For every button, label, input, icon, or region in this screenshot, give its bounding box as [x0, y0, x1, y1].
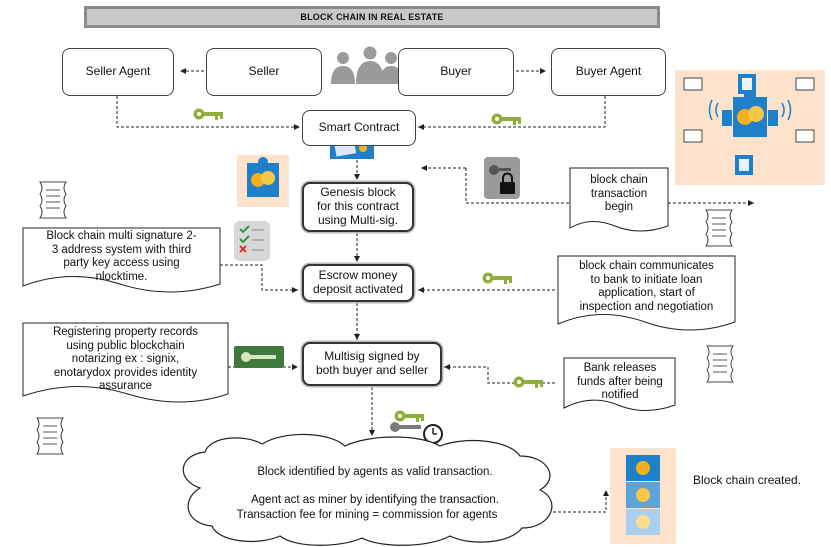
note-line: enotarydox provides identity	[53, 366, 198, 379]
cloud-line-1: Block identified by agents as valid tran…	[257, 466, 493, 478]
genesis-line-2: for this contract	[316, 199, 400, 214]
escrow-line-1: Escrow money	[318, 268, 398, 283]
multisig-line-1: Multisig signed by	[324, 349, 420, 364]
genesis-line-3: using Multi-sig.	[317, 212, 399, 227]
seller-label: Seller	[248, 64, 280, 79]
transaction-begin-note: block chain transaction begin	[572, 174, 666, 215]
diagram-title: BLOCK CHAIN IN REAL ESTATE	[84, 6, 660, 28]
note-line: block chain	[590, 174, 648, 186]
cloud-line-2: Agent act as miner by identifying the tr…	[250, 494, 500, 506]
note-line: notarizing ex : signix,	[71, 353, 180, 366]
note-line: 3 address system with third	[51, 243, 192, 256]
key-icon	[513, 376, 543, 388]
note-line: Bank releases	[583, 362, 657, 374]
key-icon	[482, 272, 512, 284]
block-chain-icon	[610, 448, 676, 544]
lock-icon	[484, 157, 520, 199]
smart-contract-box: Smart Contract	[302, 110, 416, 146]
escrow-line-2: deposit activated	[312, 282, 404, 296]
note-line: inspection and negotiation	[579, 300, 714, 313]
note-line: party key access using	[63, 257, 180, 270]
scroll-icon	[705, 209, 733, 247]
network-icon	[675, 70, 825, 185]
bank-releases-note: Bank releases funds after being notified	[565, 362, 675, 403]
people-icon	[331, 46, 403, 84]
seller-agent-box: Seller Agent	[62, 48, 174, 96]
cloud-line-3: Transaction fee for mining = commission …	[236, 509, 498, 521]
note-line: application, start of	[598, 287, 695, 300]
smart-contract-label: Smart Contract	[318, 120, 400, 135]
note-line: notified	[601, 389, 639, 402]
note-line: nlocktime.	[95, 270, 148, 283]
buyer-box: Buyer	[398, 48, 514, 96]
key-icon	[394, 410, 424, 422]
registering-note: Registering property records using publi…	[24, 326, 227, 394]
note-shape	[22, 227, 221, 293]
cloud-shape	[182, 433, 553, 546]
scroll-icon	[36, 417, 64, 455]
note-line: block chain communicates	[579, 260, 714, 272]
note-shape	[557, 255, 736, 331]
note-line: Registering property records	[52, 326, 199, 338]
note-line: to bank to initiate loan	[590, 273, 703, 286]
genesis-line-1: Genesis block	[320, 185, 396, 200]
genesis-block-box: Genesis block for this contract using Mu…	[302, 182, 414, 232]
seller-box: Seller	[206, 48, 322, 96]
buyer-agent-label: Buyer Agent	[575, 64, 642, 79]
note-line: transaction	[590, 187, 648, 200]
note-line: assurance	[98, 380, 153, 393]
scroll-icon	[706, 345, 734, 383]
puzzle-coin-icon	[237, 155, 289, 207]
escrow-box: Escrow money deposit activated	[302, 264, 414, 302]
note-line: using public blockchain	[66, 339, 185, 352]
note-shape	[22, 322, 229, 403]
bank-communicates-note: block chain communicates to bank to init…	[559, 260, 734, 314]
block-chain-created-label: Block chain created.	[693, 473, 802, 487]
key-card-icon	[234, 346, 284, 368]
multisig-box: Multisig signed by both buyer and seller	[302, 342, 442, 386]
key-icon	[491, 113, 521, 125]
buyer-label: Buyer	[440, 64, 472, 79]
multi-signature-note: Block chain multi signature 2- 3 address…	[24, 230, 219, 284]
checklist-icon	[234, 221, 270, 261]
buyer-agent-box: Buyer Agent	[551, 48, 666, 96]
note-line: Block chain multi signature 2-	[46, 230, 197, 242]
multisig-line-2: both buyer and seller	[315, 363, 429, 377]
note-shape	[569, 167, 669, 232]
note-shape	[563, 357, 676, 411]
key-icon	[193, 108, 223, 120]
note-line: funds after being	[577, 375, 663, 388]
seller-agent-label: Seller Agent	[85, 64, 151, 79]
note-line: begin	[604, 201, 634, 214]
scroll-icon	[39, 181, 67, 219]
